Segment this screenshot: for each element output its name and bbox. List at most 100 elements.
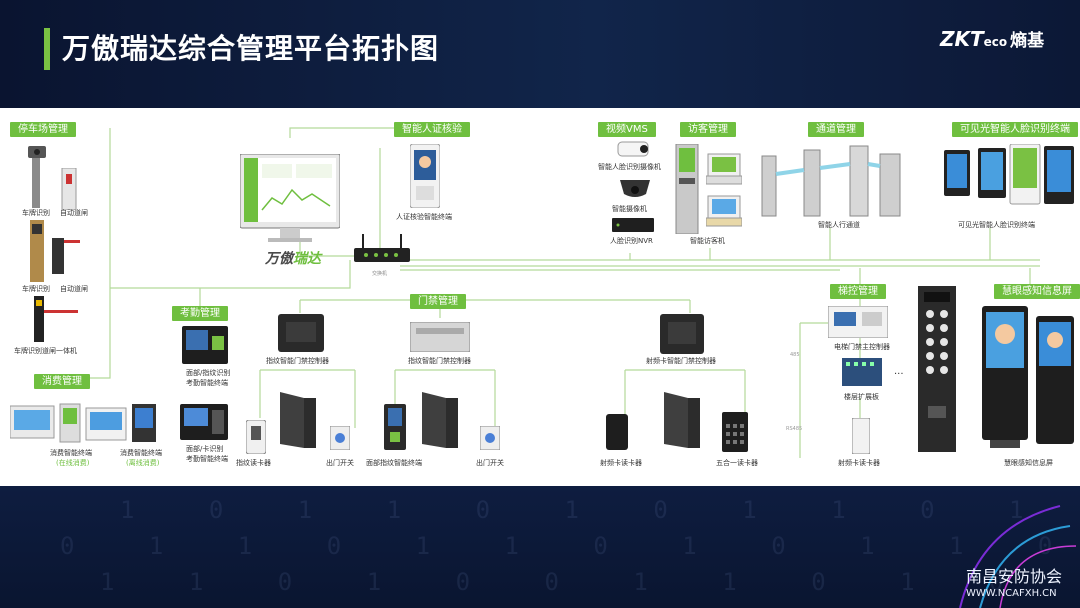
combo-reader-icon — [722, 412, 748, 452]
exit-button-2-icon — [480, 426, 500, 450]
nvr-icon — [612, 218, 654, 232]
group-door: 门禁管理 — [410, 294, 466, 309]
label-elevator-main: 电梯门禁主控制器 — [834, 343, 890, 351]
label-lpr-combo: 车牌识别道闸一体机 — [14, 347, 77, 355]
group-attendance: 考勤管理 — [172, 306, 228, 321]
label-switch: 交换机 — [372, 271, 388, 277]
door-controller-2-icon — [410, 322, 470, 352]
label-smart-camera: 智能摄像机 — [612, 205, 647, 213]
label-barrier-2: 自动道闸 — [60, 285, 88, 293]
label-combo-reader: 五合一读卡器 — [716, 459, 758, 467]
label-visitor-machine: 智能访客机 — [690, 237, 725, 245]
connection-lines — [40, 127, 1040, 458]
label-exit-1: 出门开关 — [326, 459, 354, 467]
label-fp-reader: 指纹读卡器 — [236, 459, 271, 467]
exit-button-1-icon — [330, 426, 350, 450]
visible-face-terminals-icon — [944, 144, 1074, 205]
group-elevator: 梯控管理 — [830, 284, 886, 299]
door-1-icon — [280, 392, 316, 448]
label-ctrl-2: 指纹智能门禁控制器 — [408, 357, 471, 365]
label-face-camera: 智能人脸识别摄像机 — [598, 163, 661, 171]
footer-band: 1 0 1 1 0 1 0 1 1 0 1 0 0 1 1 0 1 1 0 1 … — [0, 486, 1080, 608]
label-lpr-2: 车牌识别 — [22, 285, 50, 293]
label-lpr-1: 车牌识别 — [22, 209, 50, 217]
topology-canvas: 停车场管理 车牌识别 自动道闸 车牌识别 自动道闸 车牌识别道闸一体机 消费管理… — [0, 108, 1080, 486]
label-barrier-1: 自动道闸 — [60, 209, 88, 217]
id-verify-terminal-icon — [410, 144, 440, 208]
label-wire-2: RS485 — [786, 426, 803, 432]
label-wire-1: 485 — [790, 352, 800, 358]
label-ctrl-3: 射频卡智能门禁控制器 — [646, 357, 716, 365]
group-display: 慧眼感知信息屏 — [994, 284, 1080, 299]
label-display-screen: 慧眼感知信息屏 — [1004, 459, 1053, 467]
title-bar — [0, 0, 1080, 108]
group-consume: 消费管理 — [34, 374, 90, 389]
rf-reader-icon — [606, 414, 628, 450]
label-att-2a: 面部/卡识别 — [186, 445, 224, 453]
platform-brand: 万傲瑞达 — [265, 248, 321, 268]
label-floor-board: 楼层扩展板 — [844, 393, 879, 401]
door-controller-1-icon — [278, 314, 324, 352]
door-controller-3-icon — [660, 314, 704, 354]
door-2-icon — [422, 392, 458, 448]
dome-camera-icon — [620, 180, 650, 197]
label-att-1a: 面部/指纹识别 — [186, 369, 231, 377]
label-face-fp-terminal: 面部指纹智能终端 — [366, 459, 422, 467]
label-pedestrian: 智能人行通道 — [818, 221, 860, 229]
label-att-2b: 考勤智能终端 — [186, 455, 228, 463]
face-fp-terminal-icon — [384, 404, 406, 450]
floor-board-icon — [842, 358, 882, 386]
elevator-controller-icon — [828, 306, 888, 338]
turnstile-gates-icon — [761, 145, 901, 217]
face-camera-icon — [617, 141, 649, 157]
lpr-barrier-combo-icon — [34, 296, 78, 342]
door-3-icon — [664, 392, 700, 448]
decorative-swirl-icon — [959, 505, 1077, 608]
label-att-1b: 考勤智能终端 — [186, 379, 228, 387]
binary-row-1: 1 0 1 1 0 1 0 1 1 0 1 0 — [120, 496, 1080, 524]
label-visible-terminal: 可见光智能人脸识别终端 — [958, 221, 1035, 229]
barrier-gate-2-icon — [52, 238, 80, 274]
group-id-verify: 智能人证核验 — [394, 122, 470, 137]
watermark-url: WWW.NCAFXH.CN — [966, 588, 1057, 599]
elevator-panel-icon — [918, 286, 956, 452]
group-visible-face: 可见光智能人脸识别终端 — [952, 122, 1078, 137]
visitor-kiosk-icon — [675, 144, 699, 234]
label-dots: ... — [894, 366, 904, 377]
label-consume-1: 消费智能终端 — [50, 449, 92, 457]
network-switch-icon — [354, 234, 410, 262]
label-id-terminal: 人证核验智能终端 — [396, 213, 452, 221]
logo-sub: eco — [983, 35, 1008, 49]
binary-row-2: 0 1 1 0 1 1 0 1 0 1 1 0 — [60, 532, 1080, 560]
label-online: (在线消费) — [56, 459, 90, 467]
lpr-camera-2-icon — [30, 220, 44, 282]
label-nvr: 人脸识别NVR — [610, 237, 653, 245]
label-consume-2: 消费智能终端 — [120, 449, 162, 457]
visitor-desktop-1-icon — [706, 153, 742, 185]
display-screens-icon — [982, 306, 1074, 448]
barrier-gate-1-icon — [61, 168, 77, 210]
group-parking: 停车场管理 — [10, 122, 76, 137]
attendance-terminal-2-icon — [180, 404, 228, 440]
fingerprint-reader-icon — [246, 420, 266, 454]
attendance-terminal-1-icon — [182, 326, 228, 364]
visitor-desktop-2-icon — [706, 195, 742, 227]
group-visitor: 访客管理 — [680, 122, 736, 137]
lpr-camera-1-icon — [28, 146, 46, 208]
consume-terminals-icon — [10, 403, 156, 443]
label-exit-2: 出门开关 — [476, 459, 504, 467]
label-offline: (离线消费) — [126, 459, 160, 467]
label-rf-reader: 射频卡读卡器 — [600, 459, 642, 467]
label-rf-reader-2: 射频卡读卡器 — [838, 459, 880, 467]
brand-text-b: 瑞达 — [293, 251, 321, 267]
binary-row-3: 1 1 0 1 0 0 1 1 0 1 0 1 — [100, 568, 1080, 596]
group-video: 视频VMS — [598, 122, 656, 137]
page-title: 万傲瑞达综合管理平台拓扑图 — [62, 32, 440, 65]
group-channel: 通道管理 — [808, 122, 864, 137]
logo-main: ZKT — [940, 27, 984, 51]
rf-reader-2-icon — [852, 418, 870, 454]
watermark-text: 南昌安防协会 — [966, 567, 1063, 586]
brand-text-a: 万傲 — [265, 251, 293, 267]
label-ctrl-1: 指纹智能门禁控制器 — [266, 357, 329, 365]
